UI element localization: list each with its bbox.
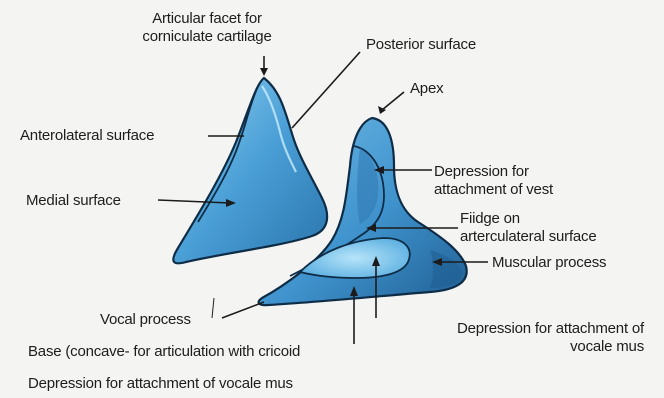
label-medial-surface: Medial surface xyxy=(26,192,121,210)
label-articular-facet: Articular facet for corniculate cartilag… xyxy=(102,10,312,46)
leader-base-tick xyxy=(212,298,214,318)
label-vocal-process: Vocal process xyxy=(100,311,191,329)
label-posterior-surface: Posterior surface xyxy=(366,36,476,54)
label-depression-vest: Depression for attachment of vest xyxy=(434,163,553,199)
left-arytenoid-cartilage xyxy=(173,78,327,263)
label-bottom-note: Depression for attachment of vocale mus xyxy=(28,375,293,393)
label-base: Base (concave- for articulation with cri… xyxy=(28,343,300,361)
label-apex: Apex xyxy=(410,80,443,98)
leader-posterior-surface xyxy=(292,52,360,128)
label-ridge-arcuate: Fiidge on arterculateral surface xyxy=(460,210,597,246)
lower-pit-outline xyxy=(300,238,410,278)
label-anterolateral-surface: Anterolateral surface xyxy=(20,127,154,145)
leader-apex xyxy=(382,92,404,110)
arrowhead-articular-facet xyxy=(260,68,268,76)
label-depression-vocalis: Depression for attachment of vocale mus xyxy=(366,320,644,356)
label-muscular-process: Muscular process xyxy=(492,254,606,272)
leader-vocal-process xyxy=(222,302,264,318)
